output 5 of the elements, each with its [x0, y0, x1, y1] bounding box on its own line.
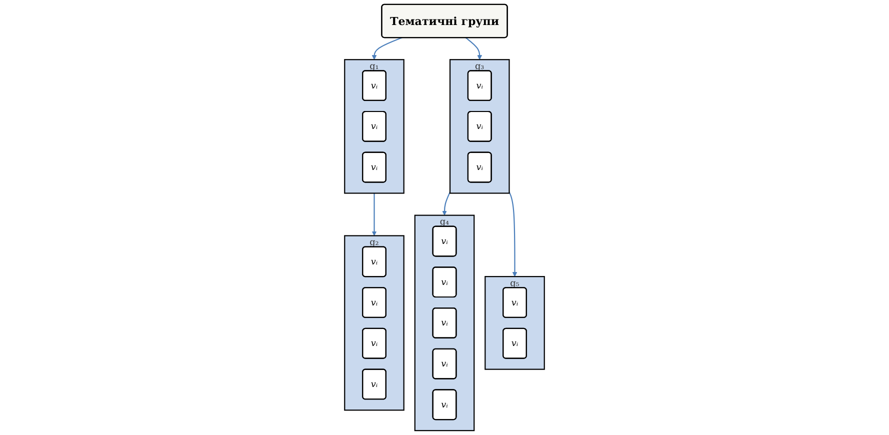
arrow: [465, 37, 482, 60]
arrow: [442, 192, 451, 216]
arrow: [508, 192, 518, 277]
arrow: [372, 37, 403, 60]
arrow: [372, 193, 377, 236]
